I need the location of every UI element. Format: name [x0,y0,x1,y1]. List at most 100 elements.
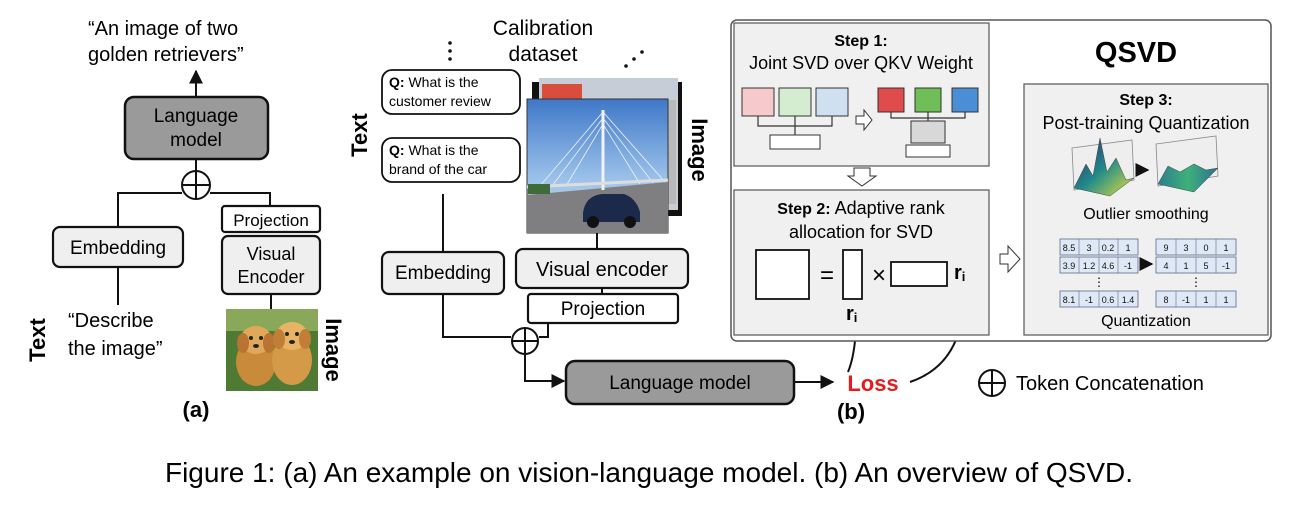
embedding-label-b: Embedding [395,263,491,284]
svg-text:8.1: 8.1 [1063,295,1076,305]
embedding-label: Embedding [70,238,166,259]
token-concat-legend-label: Token Concatenation [1016,373,1204,395]
token-concat-icon [181,170,211,200]
equals-sign: = [820,262,834,289]
diagonal-dots [624,50,644,68]
step3-desc: Post-training Quantization [1042,113,1249,133]
panel-b-label: (b) [837,399,865,424]
puppies-image [226,309,318,391]
question-bubble-brand: Q: What is the brand of the car [381,137,521,183]
svg-text:8: 8 [1163,295,1168,305]
language-model-label-line2: model [170,130,222,151]
right-factor-matrix [890,261,948,287]
q-weight-light [741,87,775,117]
svg-text:4.6: 4.6 [1102,261,1115,271]
text-modality-label-b: Text [347,113,372,157]
svg-text:-1: -1 [1124,261,1132,271]
projection-box-b [526,292,680,325]
svg-text:3: 3 [1086,243,1091,253]
output-caption-line1: “An image of two [88,18,238,40]
step1-title: Step 1: [834,33,887,50]
panel-a: “An image of two golden retrievers” Lang… [25,18,346,422]
step1-to-step2-arrow [846,167,878,187]
outlier-surface-after [1155,135,1219,193]
panel-b: Calibration dataset Text Q: What is the … [347,17,971,424]
quant-matrix-after: 9 3 0 1 4 1 5 -1 8 -1 1 1 ⋮ [1155,238,1237,308]
step2-desc-line1: Step 2: Adaptive rank [777,198,945,218]
svg-text:1.4: 1.4 [1122,295,1135,305]
loss-label: Loss [847,371,898,396]
step3-title: Step 3: [1119,92,1172,109]
step2-desc-line2: allocation for SVD [789,222,933,242]
visual-encoder-label-line2: Encoder [237,267,304,287]
svg-text:0.6: 0.6 [1102,295,1115,305]
qsvd-panel: Step 1: Joint SVD over QKV Weight Step 2… [730,19,1272,342]
svg-text:customer review: customer review [389,93,492,109]
outlier-smoothing-label: Outlier smoothing [1083,206,1208,223]
input-text-line1: “Describe [68,310,154,332]
image-modality-label-b: Image [687,118,712,182]
v-weight-blue [951,87,979,113]
visual-encoder-label-b: Visual encoder [536,259,668,281]
svg-text:1.2: 1.2 [1083,261,1096,271]
svg-text:8.5: 8.5 [1063,243,1076,253]
svg-text:1: 1 [1223,295,1228,305]
svg-text:1: 1 [1125,243,1130,253]
svg-text:⋮: ⋮ [1093,275,1105,289]
step1-hollow-arrow [855,108,873,132]
output-caption-line2: golden retrievers” [88,44,244,66]
v-weight-light [815,87,849,117]
svg-text:brand of the car: brand of the car [389,161,487,177]
svg-text:1: 1 [1183,261,1188,271]
svg-text:4: 4 [1163,261,1168,271]
q-weight-red [877,87,905,113]
step1-desc: Joint SVD over QKV Weight [749,53,973,73]
projection-box [220,204,322,234]
svg-text:-1: -1 [1182,295,1190,305]
question-bubble-review: Q: What is the customer review [381,69,521,115]
left-factor-matrix [842,249,863,300]
k-weight-light [778,87,812,117]
token-concat-legend-icon [978,369,1006,397]
quantization-label: Quantization [1101,313,1191,330]
svg-text:0.2: 0.2 [1102,243,1115,253]
figure-caption: Figure 1: (a) An example on vision-langu… [165,457,1133,488]
times-sign: × [872,262,886,289]
svg-text:Q: What is the: Q: What is the [389,142,479,158]
rank-label-right: ri [954,262,965,284]
svg-text:0: 0 [1203,243,1208,253]
quant-matrix-before: 8.5 3 0.2 1 3.9 1.2 4.6 -1 8.1 -1 0.6 1.4 ⋮ [1059,238,1139,308]
svg-text:9: 9 [1163,243,1168,253]
visual-encoder-label-line1: Visual [247,244,296,264]
svg-text:1: 1 [1223,243,1228,253]
calibration-images [526,78,682,234]
calibration-title-line2: dataset [509,43,578,66]
shared-down-projection [910,120,946,144]
svg-text:Q: What is the: Q: What is the [389,74,479,90]
svg-text:-1: -1 [1085,295,1093,305]
rank-label-bottom: ri [846,303,857,325]
language-model-label-b: Language model [609,373,751,394]
legend: Token Concatenation [978,369,1204,397]
outlier-surface-before [1071,137,1135,197]
svg-text:3.9: 3.9 [1063,261,1076,271]
calibration-title-line1: Calibration [493,17,593,40]
projection-label-b: Projection [561,299,646,320]
k-weight-green [914,87,942,113]
vertical-dots [448,41,452,61]
svg-text:⋮: ⋮ [1190,275,1202,289]
svg-text:1: 1 [1203,295,1208,305]
token-concat-icon-b [511,327,539,355]
svg-text:5: 5 [1203,261,1208,271]
qsvd-title: QSVD [1095,37,1177,69]
step2-to-step3-arrow [999,244,1021,274]
weight-matrix [755,249,810,300]
input-text-line2: the image” [68,338,163,360]
svg-text:3: 3 [1183,243,1188,253]
svg-text:-1: -1 [1222,261,1230,271]
text-modality-label-a: Text [25,318,50,362]
projection-label: Projection [233,211,309,230]
image-modality-label-a: Image [321,318,346,382]
language-model-label-line1: Language [154,106,239,127]
